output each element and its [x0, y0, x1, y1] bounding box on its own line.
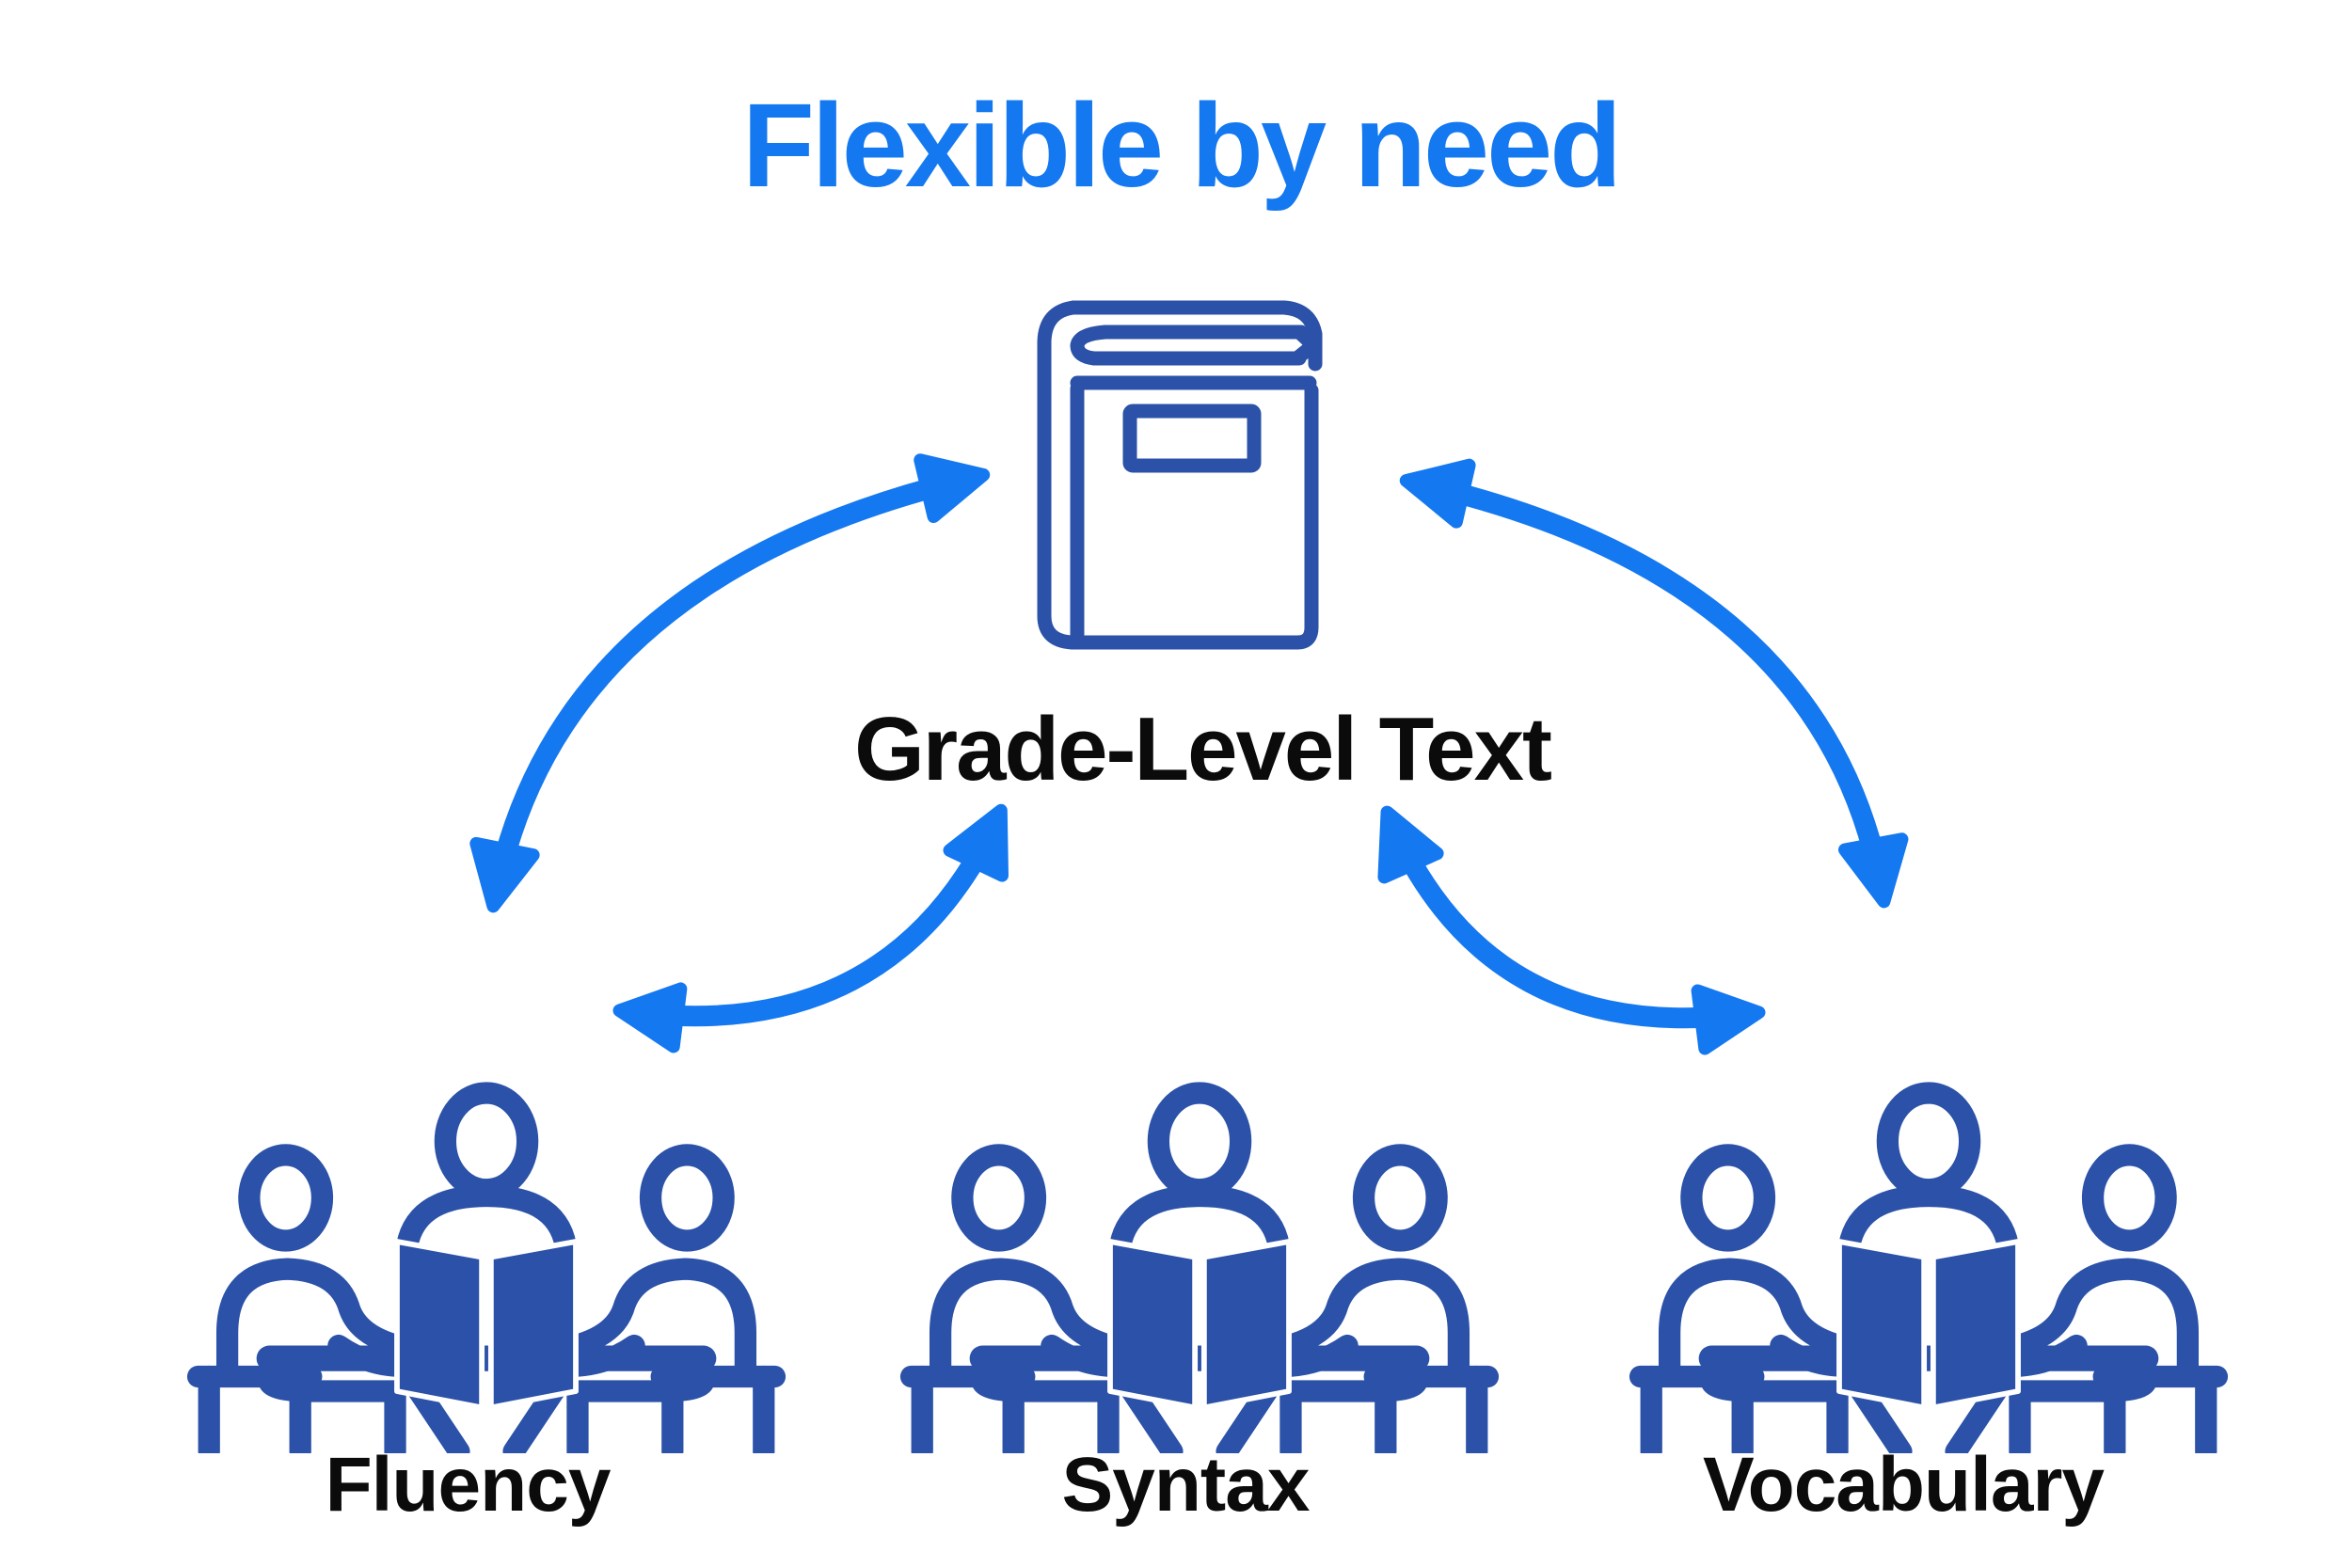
group-label-fluency: Fluency — [325, 1442, 612, 1528]
arrow-outer-left — [469, 453, 991, 913]
arrow-inner-right — [1377, 805, 1766, 1055]
reading-group-icon — [1628, 1061, 2230, 1453]
arrow-inner-left — [612, 803, 1009, 1053]
arrow-outer-right — [1399, 458, 1909, 909]
book-outline — [1037, 300, 1323, 650]
book-icon — [1037, 300, 1323, 650]
group-label-vocabulary: Vocabulary — [1703, 1442, 2105, 1528]
diagram-title: Flexible by need — [741, 79, 1622, 212]
group-label-syntax: Syntax — [1061, 1442, 1311, 1528]
reading-group-icon — [185, 1061, 787, 1453]
reading-group-icon — [898, 1061, 1501, 1453]
